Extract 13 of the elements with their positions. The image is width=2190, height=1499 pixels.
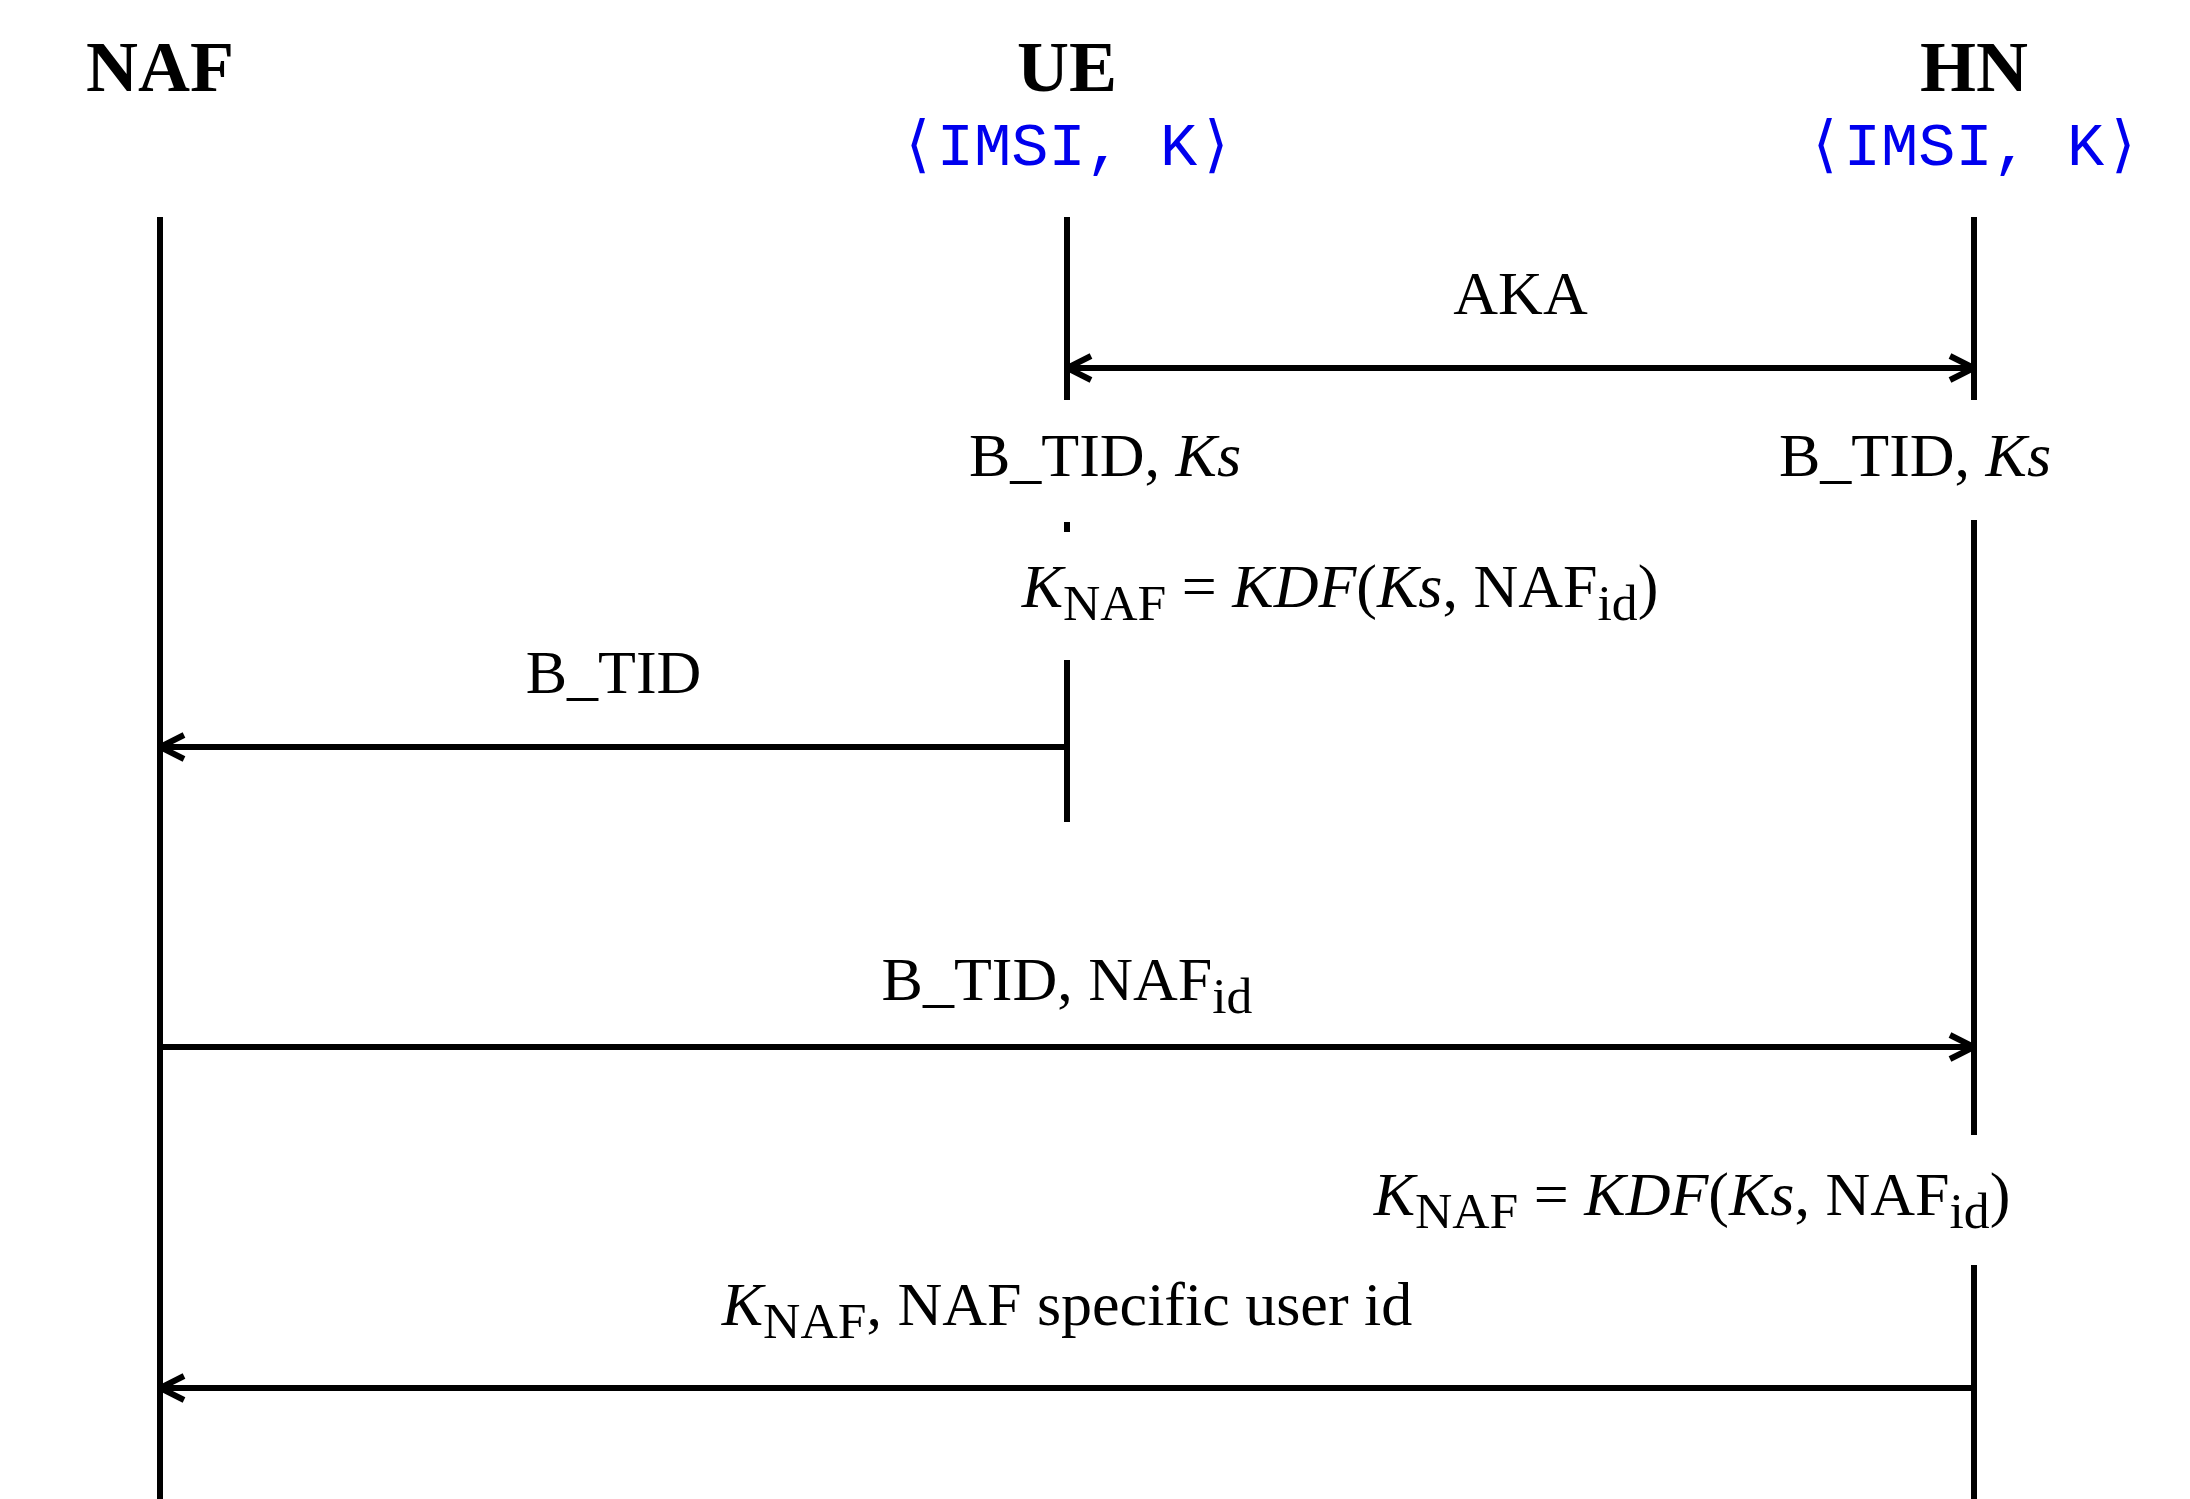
key-result: B_TID, Ks [1778,420,2052,490]
participant-credentials: ⟨IMSI, K⟩ [1805,112,2143,185]
key-derivation: K$_{NAF}$ = KDF(Ks, NAF$_{id}$) [1021,551,1659,633]
participant-credentials: ⟨IMSI, K⟩ [898,112,1236,185]
key-result: B_TID, Ks [968,420,1242,490]
participant-name: HN [1919,28,2029,108]
message-label: AKA [1453,258,1588,328]
participant-name: UE [1016,28,1118,108]
key-derivation: K$_{NAF}$ = KDF(Ks, NAF$_{id}$) [1373,1159,2011,1241]
participant-name: NAF [85,28,235,108]
message-label: B_TID [525,637,702,707]
message-label: K$_{NAF}$, NAF specific user id [721,1269,1413,1351]
message-label: B_TID, NAF$_{id}$ [881,944,1253,1026]
